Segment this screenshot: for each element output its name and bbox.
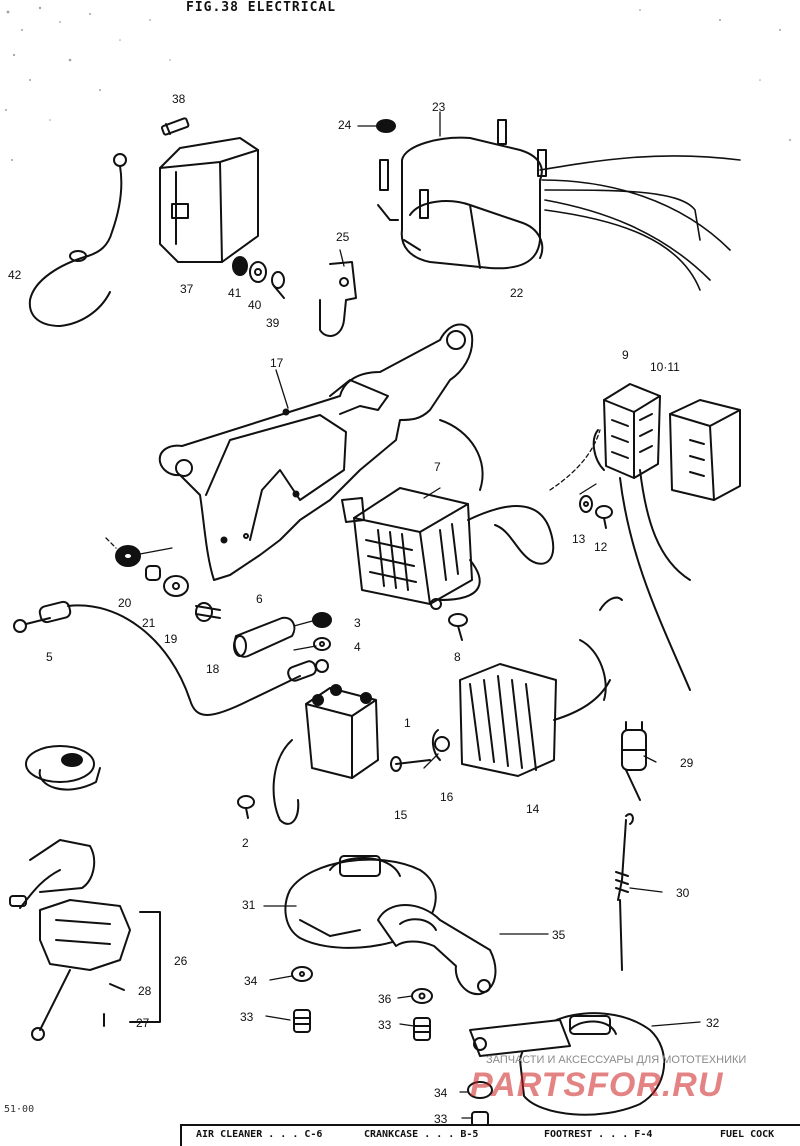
footer-ref-fuel-cock: FUEL COCK [720,1129,775,1140]
callout-34: 34 [244,974,258,988]
callout-5: 5 [46,650,53,664]
part-32-horn [469,1012,666,1116]
callout-16: 16 [440,790,454,804]
callout-25: 25 [336,230,350,244]
watermark-logo: PARTSFOR.RU [470,1066,724,1104]
footer-ref-air-cleaner: AIR CLEANER . . . C-6 [196,1129,323,1140]
part-24-nut [376,119,396,133]
callout-41: 41 [228,286,242,300]
callout-13: 13 [572,532,586,546]
watermark-tagline: ЗАПЧАСТИ И АКСЕССУАРЫ ДЛЯ МОТОТЕХНИКИ [486,1054,747,1066]
scan-noise [5,6,791,161]
part-26-ignition-switch [9,745,161,1041]
callout-21: 21 [142,616,156,630]
parts-3-4-nuts [312,612,332,651]
part-7-regulator [341,419,555,610]
callout-32: 32 [706,1016,720,1030]
cross-reference-footer: AIR CLEANER . . . C-6 CRANKCASE . . . B-… [180,1124,800,1146]
callout-28: 28 [138,984,152,998]
parts-33-34-36-fasteners [291,966,493,1127]
parts-12-13-fasteners [579,495,613,529]
page-number: 51·00 [4,1104,35,1115]
callout-33: 33 [240,1010,254,1024]
callout-7: 7 [434,460,441,474]
part-2-screw [237,795,255,819]
callout-33-b: 33 [378,1018,392,1032]
callout-33-c: 33 [434,1112,448,1126]
footer-ref-crankcase: CRANKCASE . . . B-5 [364,1129,479,1140]
part-25-clamp [319,261,357,337]
callout-26: 26 [174,954,188,968]
callout-24: 24 [338,118,352,132]
callout-37: 37 [180,282,194,296]
footer-ref-footrest: FOOTREST . . . F-4 [544,1129,653,1140]
callout-10-11: 10·11 [650,360,680,374]
parts-18-21-mounts [115,545,221,622]
part-8-screw [448,613,468,641]
part-29-switch [621,721,647,801]
parts-39-41-fasteners [232,256,285,299]
part-35-horn-bracket [377,904,497,996]
part-37-relay [159,137,259,263]
callout-22: 22 [510,286,524,300]
callout-6: 6 [256,592,263,606]
callout-9: 9 [622,348,629,362]
callout-31: 31 [242,898,256,912]
callout-17: 17 [270,356,284,370]
callout-19: 19 [164,632,178,646]
callout-12: 12 [594,540,608,554]
part-23-ignition-coil [377,119,547,270]
callout-34-b: 34 [434,1086,448,1100]
callout-23: 23 [432,100,446,114]
callout-30: 30 [676,886,690,900]
part-38-bolt [160,117,190,136]
callout-15: 15 [394,808,408,822]
callout-18: 18 [206,662,220,676]
callout-39: 39 [266,316,280,330]
callout-20: 20 [118,596,132,610]
watermark: ЗАПЧАСТИ И АКСЕССУАРЫ ДЛЯ МОТОТЕХНИКИ PA… [456,1054,786,1124]
part-14-rectifier [459,596,623,777]
part-17-bracket [158,323,474,581]
part-5-cable [13,600,329,716]
part-30-spring [615,813,634,971]
callout-4: 4 [354,640,361,654]
callout-35: 35 [552,928,566,942]
leader-lines [105,111,701,1119]
callout-14: 14 [526,802,540,816]
callout-1: 1 [404,716,411,730]
callout-3: 3 [354,616,361,630]
callout-40: 40 [248,298,262,312]
callout-27: 27 [136,1016,150,1030]
parts-15-16-fasteners [390,729,450,772]
part-42-wire [28,153,127,327]
callout-8: 8 [454,650,461,664]
part-22-leads [539,155,741,291]
part-6-boot [233,616,296,658]
callout-2: 2 [242,836,249,850]
part-1-starter-relay [272,684,379,825]
figure-title: FIG.38 ELECTRICAL [186,0,337,15]
part-9-fuse-box [592,383,691,691]
callout-42: 42 [8,268,22,282]
part-10-11-fuse-cover [669,399,741,501]
callout-29: 29 [680,756,694,770]
callout-38: 38 [172,92,186,106]
callout-36: 36 [378,992,392,1006]
